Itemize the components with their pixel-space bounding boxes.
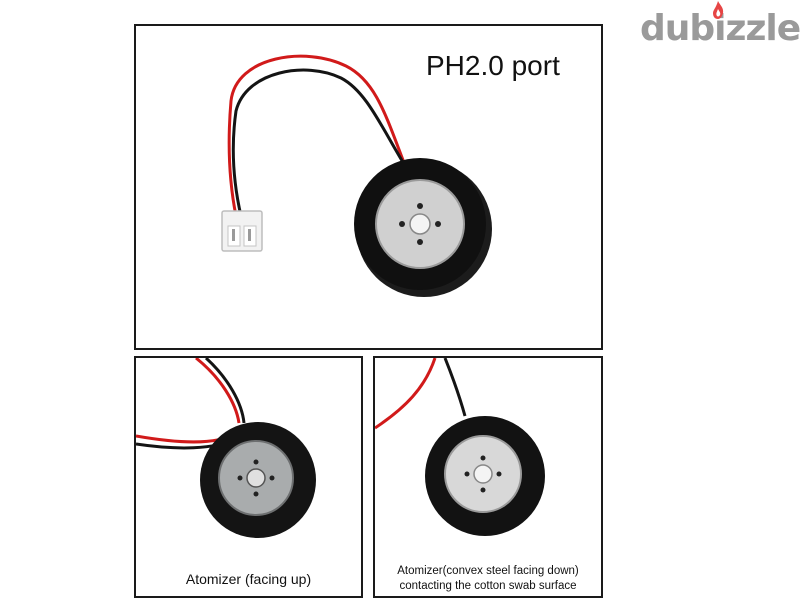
atomizer-facing-up-image — [136, 358, 316, 538]
top-product-panel: PH2.0 port — [134, 24, 603, 350]
atomizer-with-connector-image — [221, 54, 492, 297]
flame-icon — [713, 1, 724, 19]
ph2-connector — [221, 210, 263, 252]
panel-title: PH2.0 port — [426, 50, 560, 81]
caption-line-1: Atomizer(convex steel facing down) — [397, 565, 579, 577]
caption-facing-up: Atomizer (facing up) — [185, 571, 312, 587]
atomizer-disc — [425, 416, 545, 536]
atomizer-disc — [200, 422, 316, 538]
dubizzle-logo: dubizzle — [640, 1, 800, 49]
caption-line-2: contacting the cotton swab surface — [399, 580, 577, 592]
bottom-left-panel: Atomizer (facing up) — [134, 356, 363, 598]
atomizer-facing-down-image — [375, 358, 545, 536]
caption-facing-down: Atomizer(convex steel facing down) conta… — [375, 564, 601, 594]
bottom-right-panel: Atomizer(convex steel facing down) conta… — [373, 356, 603, 598]
atomizer-disc — [354, 158, 492, 297]
